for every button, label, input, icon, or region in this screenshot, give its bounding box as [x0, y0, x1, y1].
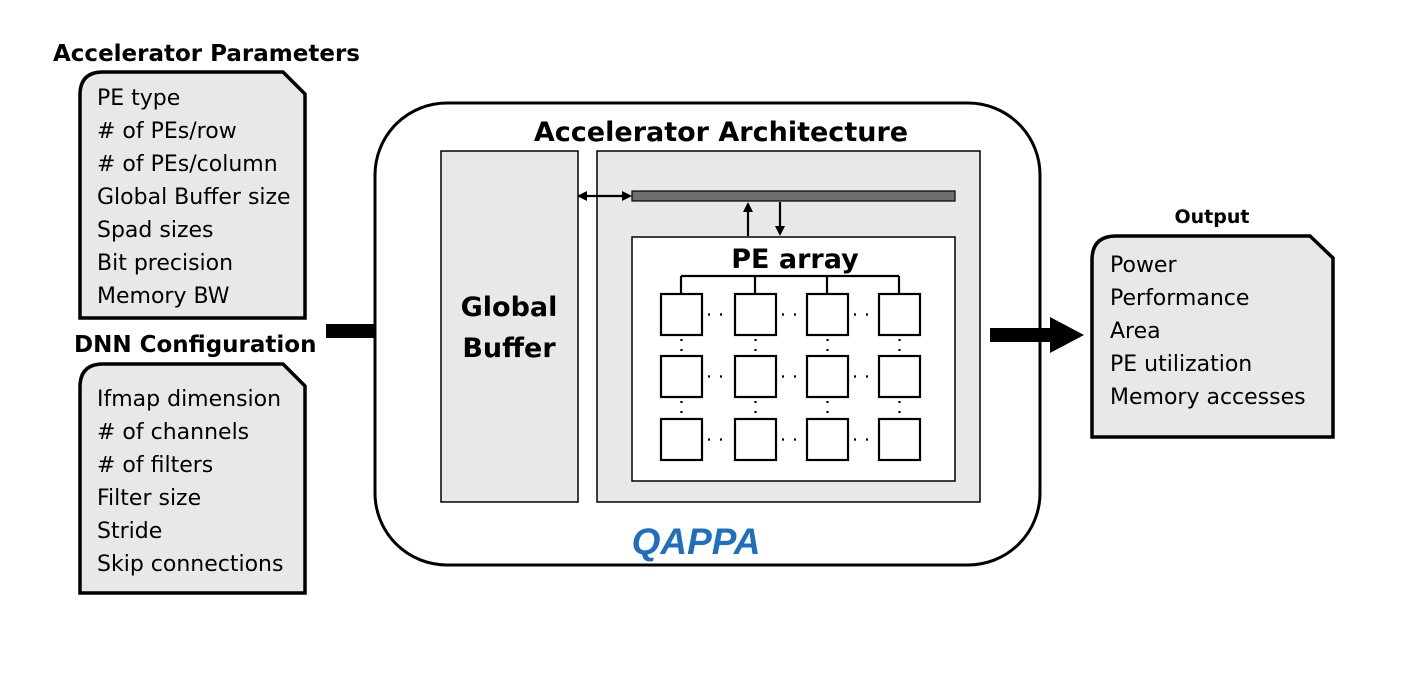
pe-cell — [805, 292, 850, 337]
global-buffer-block — [440, 150, 579, 503]
output-item: Area — [1110, 319, 1161, 344]
accel-param-item: Global Buffer size — [97, 185, 291, 210]
dnn-config-item: Filter size — [97, 486, 201, 511]
accel-param-item: PE type — [97, 86, 180, 111]
pe-cell — [733, 354, 778, 399]
global-buffer-label-line1: Global — [461, 292, 558, 323]
dnn-config-heading: DNN Configuration — [74, 332, 316, 358]
output-heading: Output — [1175, 206, 1250, 228]
qappa-brand: QAPPA — [632, 521, 761, 562]
accel-param-item: # of PEs/column — [97, 152, 278, 177]
accel-param-item: Spad sizes — [97, 218, 214, 243]
dnn-config-item: # of filters — [97, 453, 213, 478]
dnn-config-item: Skip connections — [97, 552, 283, 577]
output-item: Power — [1110, 253, 1177, 278]
pe-cell — [659, 417, 704, 462]
dnn-config-item: # of channels — [97, 420, 249, 445]
output-item: PE utilization — [1110, 352, 1252, 377]
accel-param-item: Memory BW — [97, 284, 230, 309]
pe-cell — [733, 417, 778, 462]
pe-cell — [659, 292, 704, 337]
accel-params-heading: Accelerator Parameters — [53, 41, 360, 67]
output-item: Performance — [1110, 286, 1249, 311]
accelerator-architecture-title: Accelerator Architecture — [534, 117, 908, 148]
output-item: Memory accesses — [1110, 385, 1306, 410]
accel-params-card — [78, 70, 307, 320]
pe-array-label: PE array — [731, 244, 859, 275]
pe-cell — [805, 417, 850, 462]
pe-cell — [733, 292, 778, 337]
accel-params-list: PE type # of PEs/row # of PEs/column Glo… — [97, 86, 291, 309]
pe-cell — [877, 354, 922, 399]
dnn-config-card — [78, 362, 307, 595]
pe-grid — [659, 292, 922, 462]
dnn-config-item: Ifmap dimension — [97, 387, 281, 412]
pe-cell — [805, 354, 850, 399]
network-bus — [631, 190, 956, 202]
pe-cell — [659, 354, 704, 399]
dnn-config-item: Stride — [97, 519, 162, 544]
output-list: Power Performance Area PE utilization Me… — [1110, 253, 1306, 410]
output-arrow — [990, 317, 1084, 353]
pe-array-connectors — [679, 274, 901, 294]
output-card — [1090, 234, 1335, 439]
global-buffer-label-line2: Buffer — [462, 333, 556, 364]
pe-cell — [877, 417, 922, 462]
dnn-config-list: Ifmap dimension # of channels # of filte… — [97, 387, 283, 577]
pe-cell — [877, 292, 922, 337]
accel-param-item: # of PEs/row — [97, 119, 237, 144]
accel-param-item: Bit precision — [97, 251, 233, 276]
